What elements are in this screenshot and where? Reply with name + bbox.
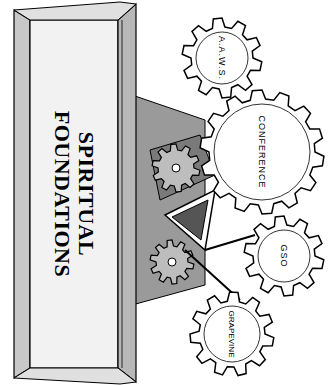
gear-outline bbox=[152, 144, 200, 192]
gear-label: GSO bbox=[279, 244, 289, 267]
gear: GSO bbox=[242, 214, 326, 298]
gear-rim bbox=[214, 104, 310, 200]
block-face bbox=[30, 20, 118, 368]
gear-label: CONFERENCE bbox=[257, 115, 267, 188]
block-end bbox=[14, 368, 136, 384]
small-gear bbox=[152, 144, 200, 192]
small-gear bbox=[150, 240, 194, 284]
gear-rim bbox=[204, 306, 260, 362]
rotated-text-holder: SPIRITUAL FOUNDATIONS bbox=[30, 20, 118, 368]
gear-outline bbox=[244, 216, 324, 296]
gear: A.A.W.S. bbox=[180, 16, 264, 100]
rotated-text-holder: GRAPEVINE bbox=[188, 290, 276, 378]
gear-rim bbox=[196, 32, 248, 84]
gear-hub bbox=[168, 258, 176, 266]
gear-label: GRAPEVINE bbox=[228, 310, 237, 357]
gear-outline bbox=[182, 18, 262, 98]
foundation-block: SPIRITUAL FOUNDATIONS bbox=[30, 20, 118, 368]
gear-rim bbox=[258, 230, 310, 282]
rotated-text-holder: GSO bbox=[242, 214, 326, 298]
gear: GRAPEVINE bbox=[188, 290, 276, 378]
block-edge bbox=[122, 20, 123, 368]
rotated-text-holder: CONFERENCE bbox=[198, 88, 326, 216]
gear-outline bbox=[190, 292, 274, 376]
gear-label: A.A.W.S. bbox=[217, 36, 227, 80]
block-top bbox=[118, 4, 136, 382]
frame bbox=[165, 190, 215, 250]
block-title: SPIRITUAL FOUNDATIONS bbox=[50, 79, 98, 309]
gear-outline bbox=[200, 90, 324, 214]
block-side bbox=[14, 10, 30, 378]
gear-outline bbox=[150, 240, 194, 284]
rotated-text-holder: A.A.W.S. bbox=[180, 16, 264, 100]
block-end bbox=[14, 2, 136, 20]
gear: CONFERENCE bbox=[198, 88, 326, 216]
frame-inner bbox=[172, 200, 208, 240]
gear-hub bbox=[172, 164, 180, 172]
